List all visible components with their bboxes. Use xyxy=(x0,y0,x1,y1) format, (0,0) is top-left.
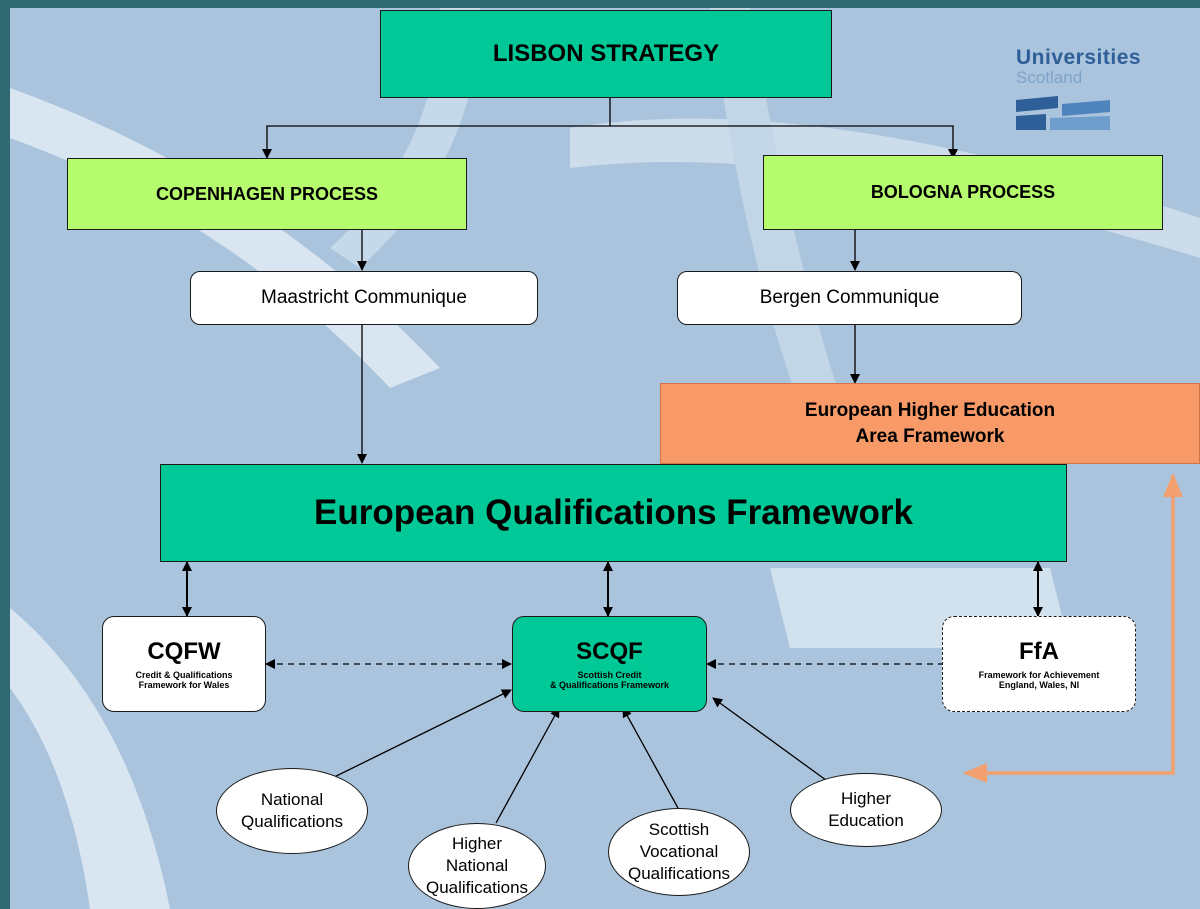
edge-hnq-scqf xyxy=(495,707,560,824)
maastricht-communique-box: Maastricht Communique xyxy=(190,271,538,325)
scqf-title: SCQF xyxy=(576,638,643,665)
eqf-box: European Qualifications Framework xyxy=(160,464,1067,562)
edge-lisbon-left xyxy=(262,125,610,159)
edge-he-ehea xyxy=(963,473,1183,783)
copenhagen-process-label: COPENHAGEN PROCESS xyxy=(155,183,379,204)
scqf-box: SCQF Scottish Credit & Qualifications Fr… xyxy=(512,616,707,712)
higher-education-line1: Higher xyxy=(840,789,892,808)
bergen-communique-label: Bergen Communique xyxy=(759,287,940,308)
ffa-title: FfA xyxy=(1019,638,1059,665)
diagram-canvas: LISBON STRATEGY COPENHAGEN PROCESS BOLOG… xyxy=(10,8,1200,909)
cqfw-title: CQFW xyxy=(147,638,221,665)
hnq-line1: Higher xyxy=(451,834,503,853)
scqf-sub1: Scottish Credit xyxy=(577,670,642,680)
bologna-process-label: BOLOGNA PROCESS xyxy=(870,182,1056,202)
svq-line1: Scottish xyxy=(648,820,710,839)
logo-mark-icon xyxy=(1016,96,1110,130)
bergen-communique-box: Bergen Communique xyxy=(677,271,1022,325)
national-qualifications-ellipse: National Qualifications xyxy=(216,768,368,854)
connector-layer xyxy=(182,98,1183,824)
lisbon-strategy-label: LISBON STRATEGY xyxy=(492,40,720,67)
cqfw-sub2: Framework for Wales xyxy=(138,680,230,690)
eqf-label: European Qualifications Framework xyxy=(313,493,914,532)
svq-line3: Qualifications xyxy=(627,864,731,883)
copenhagen-process-box: COPENHAGEN PROCESS xyxy=(67,158,467,230)
cqfw-sub1: Credit & Qualifications xyxy=(135,670,233,680)
universities-scotland-logo: Universities Scotland xyxy=(1016,46,1196,135)
ffa-sub1: Framework for Achievement xyxy=(978,670,1100,680)
hnq-line2: National xyxy=(445,856,509,875)
ffa-sub2: England, Wales, NI xyxy=(998,680,1080,690)
higher-education-line2: Education xyxy=(828,811,904,830)
svq-line2: Vocational xyxy=(639,842,719,861)
higher-education-ellipse: Higher Education xyxy=(790,773,942,847)
edge-national-scqf xyxy=(315,689,512,787)
edge-lisbon-right xyxy=(610,125,958,159)
ehea-framework-box: European Higher Education Area Framework xyxy=(660,383,1200,464)
higher-national-qualifications-ellipse: Higher National Qualifications xyxy=(408,823,546,909)
logo-line2: Scotland xyxy=(1016,68,1083,87)
ehea-framework-line2: Area Framework xyxy=(855,425,1005,447)
maastricht-communique-label: Maastricht Communique xyxy=(261,287,467,308)
lisbon-strategy-box: LISBON STRATEGY xyxy=(380,10,832,98)
hnq-line3: Qualifications xyxy=(425,878,529,897)
scottish-vocational-qualifications-ellipse: Scottish Vocational Qualifications xyxy=(608,808,750,896)
national-qualifications-line2: Qualifications xyxy=(240,812,344,831)
cqfw-box: CQFW Credit & Qualifications Framework f… xyxy=(102,616,266,712)
edge-he-scqf xyxy=(712,697,831,784)
edge-svq-scqf xyxy=(622,707,679,809)
scqf-sub2: & Qualifications Framework xyxy=(549,680,670,690)
ffa-box: FfA Framework for Achievement England, W… xyxy=(942,616,1136,712)
national-qualifications-line1: National xyxy=(260,790,324,809)
bologna-process-box: BOLOGNA PROCESS xyxy=(763,155,1163,230)
ehea-framework-line1: European Higher Education xyxy=(804,399,1056,421)
logo-line1: Universities xyxy=(1016,46,1142,69)
